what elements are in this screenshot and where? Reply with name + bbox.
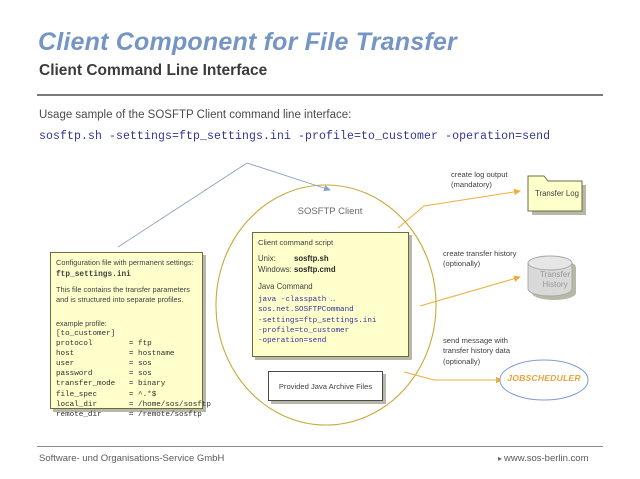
client-command-script-platforms: Unix: sosftp.sh Windows:sosftp.cmd bbox=[258, 253, 336, 276]
transfer-history-label-line2: History bbox=[542, 279, 568, 289]
windows-label: Windows: bbox=[258, 265, 292, 275]
unix-label: Unix: bbox=[258, 254, 276, 263]
transfer-history-label: Transfer History bbox=[529, 270, 581, 290]
java-command-heading: Java Command bbox=[258, 282, 313, 291]
arrow-create-log-output bbox=[397, 188, 521, 229]
footer-company: Software- und Organisations-Service GmbH bbox=[39, 453, 225, 464]
footer-divider bbox=[37, 446, 603, 447]
page-subtitle: Client Command Line Interface bbox=[39, 62, 268, 79]
windows-value: sosftp.cmd bbox=[294, 265, 336, 275]
provided-jar-files-label: Provided Java Archive Files bbox=[278, 382, 373, 391]
annotation-create-log-output-line2: (mandatory) bbox=[451, 180, 492, 190]
jobscheduler-label: JOBSCHEDULER bbox=[507, 373, 581, 383]
config-intro-text: Configuration file with permanent settin… bbox=[56, 258, 194, 267]
footer-website: ▸www.sos-berlin.com bbox=[498, 453, 588, 464]
provided-jar-files-box bbox=[268, 371, 383, 401]
annotation-create-transfer-history-line1: create transfer history bbox=[443, 249, 517, 258]
usage-command-line: sosftp.sh -settings=ftp_settings.ini -pr… bbox=[39, 130, 551, 143]
transfer-log-folder-icon bbox=[527, 175, 583, 212]
client-command-script-heading: Client command script bbox=[258, 238, 334, 247]
usage-description: Usage sample of the SOSFTP Client comman… bbox=[39, 109, 352, 121]
annotation-create-log-output: create log output (mandatory) bbox=[451, 170, 508, 191]
annotation-send-message-line2: transfer history data bbox=[443, 346, 511, 356]
config-description: This file contains the transfer paramete… bbox=[56, 285, 190, 304]
transfer-log-label: Transfer Log bbox=[535, 189, 579, 198]
annotation-send-message: send message with transfer history data … bbox=[443, 336, 510, 367]
config-file-box bbox=[50, 252, 203, 409]
header-divider bbox=[37, 94, 603, 96]
config-example-label: example profile: bbox=[56, 319, 107, 328]
annotation-create-transfer-history: create transfer history (optionally) bbox=[443, 249, 516, 270]
client-command-script-box bbox=[252, 232, 409, 357]
annotation-send-message-line1: send message with bbox=[443, 336, 509, 345]
annotation-create-transfer-history-line2: (optionally) bbox=[443, 259, 481, 269]
page-title: Client Component for File Transfer bbox=[38, 28, 457, 56]
java-command-text: java -classpath … sos.net.SOSFTPCommand … bbox=[258, 296, 377, 345]
arrow-create-transfer-history bbox=[419, 275, 521, 307]
footer-website-text: www.sos-berlin.com bbox=[504, 453, 589, 464]
arrow-send-message bbox=[403, 371, 503, 384]
sosftp-client-boundary-circle bbox=[215, 184, 437, 426]
jobscheduler-ellipse bbox=[499, 359, 589, 401]
sosftp-client-label: SOSFTP Client bbox=[297, 206, 363, 217]
command-callout-line bbox=[117, 162, 331, 248]
transfer-history-label-line1: Transfer bbox=[539, 270, 571, 279]
annotation-send-message-line3: (optionally) bbox=[443, 356, 481, 366]
annotation-create-log-output-line1: create log output bbox=[451, 170, 508, 179]
footer-arrow-icon: ▸ bbox=[498, 454, 503, 463]
transfer-history-database-cylinder-icon bbox=[527, 255, 573, 297]
config-settings-text: [to_customer] protocol = ftp host = host… bbox=[56, 330, 211, 419]
config-filename: ftp_settings.ini bbox=[56, 271, 131, 279]
unix-value: sosftp.sh bbox=[294, 254, 329, 263]
